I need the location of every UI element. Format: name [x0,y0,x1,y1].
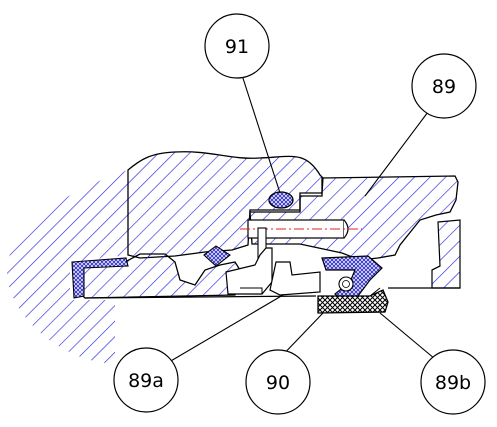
callout-label-91: 91 [225,36,249,58]
callout-89: 89 [411,53,477,119]
callout-91: 91 [204,13,270,79]
lower-ring-part-89a [71,245,241,299]
right-flange [431,219,461,289]
callout-label-90: 90 [266,372,290,394]
o-ring-91 [268,191,294,209]
main-body-part-89 [127,151,459,264]
leader-lines [163,71,442,366]
callout-label-89a: 89a [128,370,164,392]
callout-label-89: 89 [432,76,456,98]
shaft-outline [84,287,460,299]
inner-spacer [225,247,321,296]
callout-label-89b: 89b [435,372,471,394]
callout-89a: 89a [113,347,179,413]
callout-89b: 89b [420,349,486,415]
callout-90: 90 [245,349,311,415]
